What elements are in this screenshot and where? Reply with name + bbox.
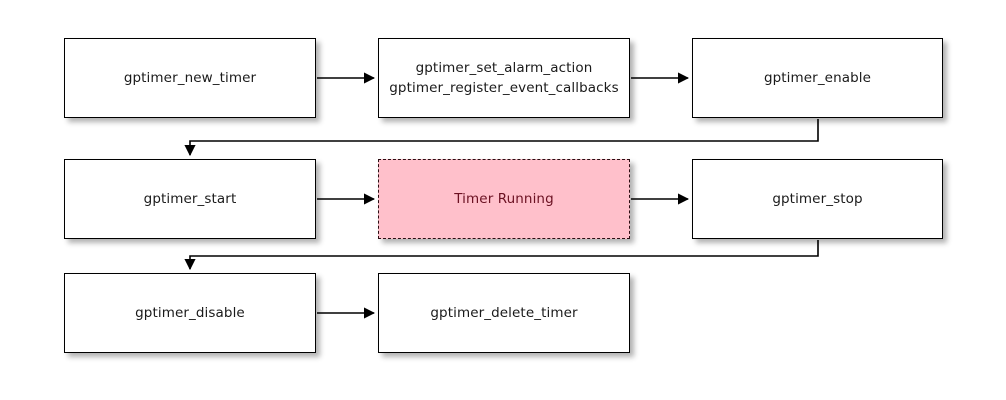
node-gptimer-delete-timer[interactable]: gptimer_delete_timer bbox=[378, 273, 630, 353]
node-label: gptimer_stop bbox=[772, 191, 863, 207]
node-label: gptimer_disable bbox=[135, 305, 245, 321]
node-gptimer-disable[interactable]: gptimer_disable bbox=[64, 273, 316, 353]
edge-stop-to-disable bbox=[184, 240, 819, 271]
node-label: gptimer_start bbox=[143, 191, 237, 207]
node-label: gptimer_delete_timer bbox=[430, 305, 578, 321]
node-label: gptimer_new_timer bbox=[123, 70, 257, 86]
node-label: gptimer_enable bbox=[763, 70, 872, 86]
edge-enable-to-start bbox=[184, 119, 819, 157]
node-gptimer-new-timer[interactable]: gptimer_new_timer bbox=[64, 38, 316, 118]
node-label: Timer Running bbox=[454, 191, 554, 207]
node-gptimer-stop[interactable]: gptimer_stop bbox=[692, 159, 943, 239]
node-gptimer-start[interactable]: gptimer_start bbox=[64, 159, 316, 239]
node-timer-running-state[interactable]: Timer Running bbox=[378, 159, 630, 239]
node-gptimer-enable[interactable]: gptimer_enable bbox=[692, 38, 943, 118]
node-label-line-2: gptimer_register_event_callbacks bbox=[389, 80, 619, 96]
node-label-line-1: gptimer_set_alarm_action bbox=[415, 60, 593, 76]
node-gptimer-set-alarm-action[interactable]: gptimer_set_alarm_action gptimer_registe… bbox=[378, 38, 630, 118]
